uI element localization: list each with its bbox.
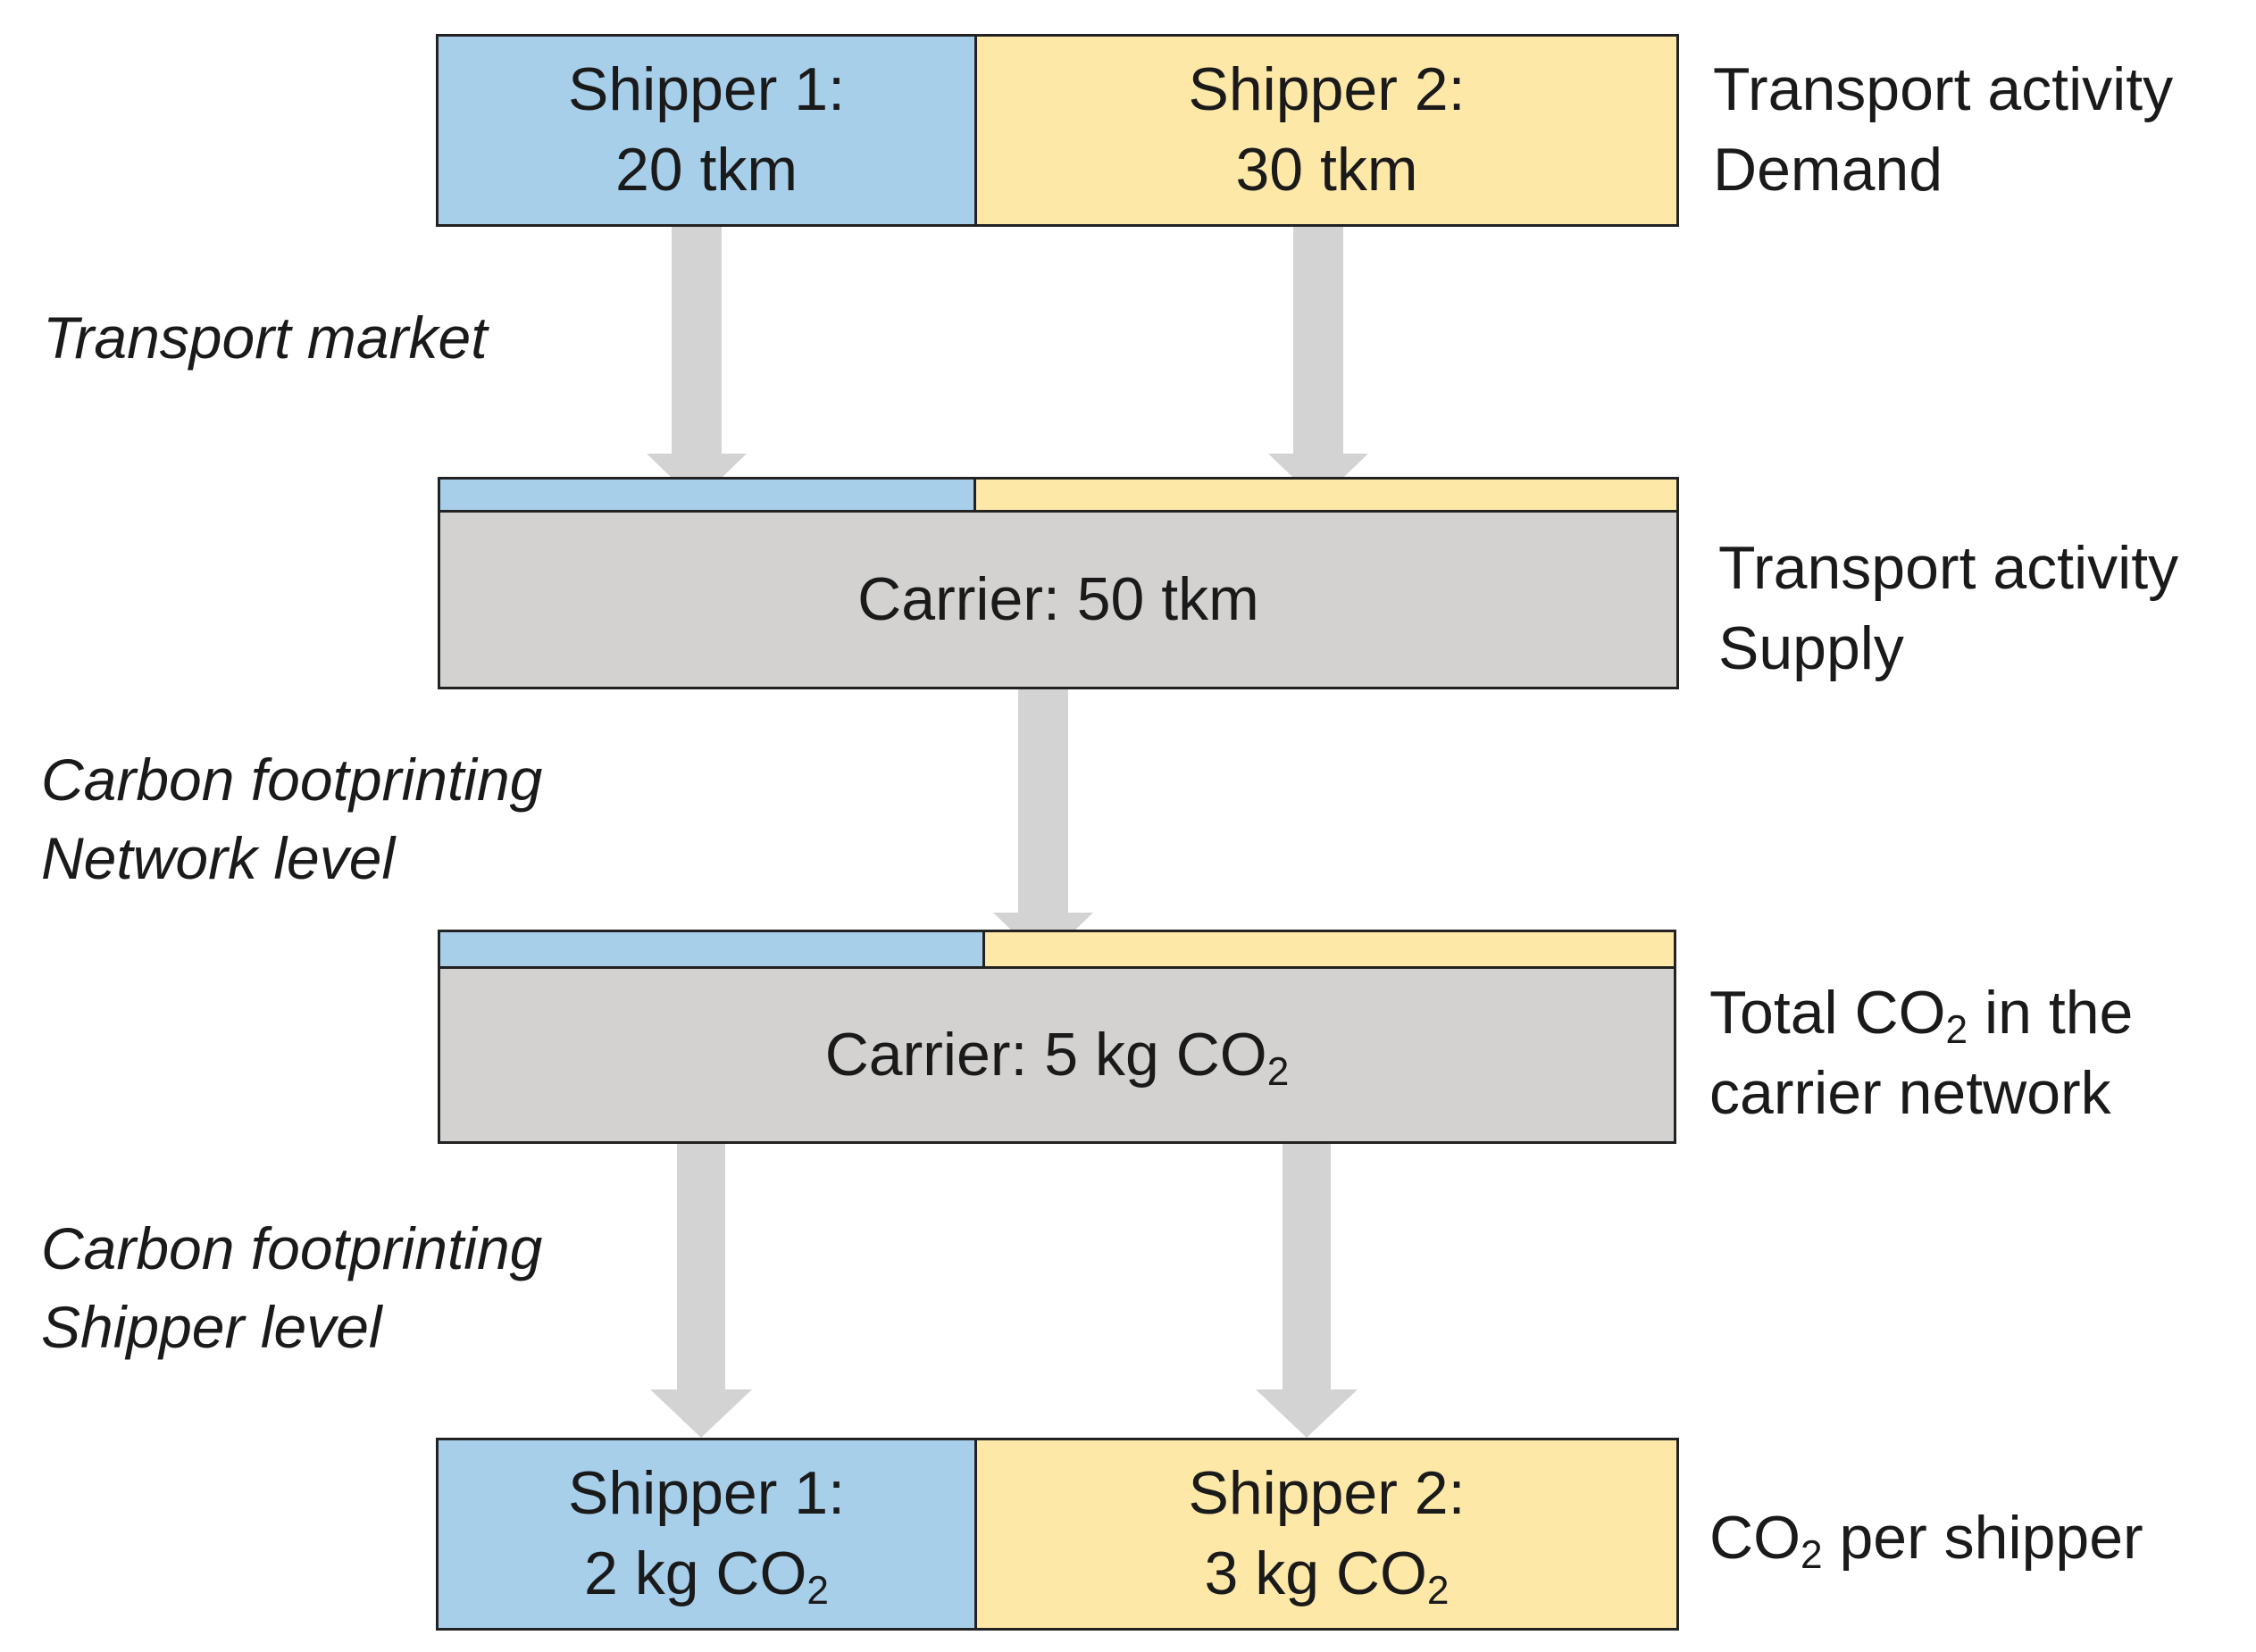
per-shipper2-value: 3 kg CO2 [1204,1539,1450,1614]
network-bar: Carrier: 5 kg CO2 [438,930,1676,1144]
network-label: Total CO2 in the carrier network [1709,973,2254,1134]
supply-share-shipper1 [440,480,976,510]
network-label-line1: Total CO2 in the [1709,979,2134,1053]
step-transport-market: Transport market [43,299,614,378]
step1-line1: Transport market [43,305,488,371]
per-shipper1-value: 2 kg CO2 [584,1539,829,1614]
supply-share-strip [440,480,1676,513]
network-carrier-text: Carrier: 5 kg CO2 [824,1020,1290,1094]
demand-shipper2-cell: Shipper 2: 30 tkm [977,37,1676,224]
per-shipper1-cell: Shipper 1: 2 kg CO2 [439,1440,977,1628]
demand-bar: Shipper 1: 20 tkm Shipper 2: 30 tkm [436,34,1679,227]
step3-line1: Carbon footprinting [41,1215,543,1281]
step-network-level: Carbon footprinting Network level [41,741,666,898]
demand-shipper1-name: Shipper 1: [568,55,845,124]
demand-shipper2-value: 30 tkm [1235,136,1418,204]
demand-shipper2-name: Shipper 2: [1188,55,1466,124]
per-shipper2-name: Shipper 2: [1188,1459,1466,1528]
network-share-strip [440,932,1674,969]
demand-shipper1-value: 20 tkm [614,136,798,204]
network-share-shipper1 [440,932,985,966]
supply-label: Transport activity Supply [1718,529,2254,689]
arrow-network-to-shipper2 [1256,1143,1358,1438]
arrow-shipper2-to-carrier [1268,225,1368,502]
step2-line1: Carbon footprinting [41,747,543,813]
per-shipper1-name: Shipper 1: [568,1459,845,1528]
network-share-shipper2 [985,932,1674,966]
arrow-shipper1-to-carrier [647,225,747,502]
demand-label: Transport activity Demand [1713,50,2249,211]
step3-line2: Shipper level [41,1293,382,1360]
network-carrier-cell: Carrier: 5 kg CO2 [440,969,1674,1141]
demand-shipper1-cell: Shipper 1: 20 tkm [439,37,977,224]
supply-carrier-cell: Carrier: 50 tkm [440,513,1676,687]
per-shipper2-cell: Shipper 2: 3 kg CO2 [977,1440,1676,1628]
per-shipper-bar: Shipper 1: 2 kg CO2 Shipper 2: 3 kg CO2 [436,1438,1679,1631]
supply-label-line1: Transport activity [1718,534,2179,602]
demand-label-line1: Transport activity [1713,55,2174,123]
demand-label-line2: Demand [1713,135,1943,204]
arrow-network-to-shipper1 [650,1143,752,1438]
supply-share-shipper2 [976,480,1676,510]
per-shipper-label-line: CO2 per shipper [1709,1504,2143,1578]
per-shipper-label: CO2 per shipper [1709,1498,2254,1579]
supply-bar: Carrier: 50 tkm [438,477,1679,689]
supply-carrier-text: Carrier: 50 tkm [857,564,1259,633]
arrow-supply-to-network [993,688,1093,961]
supply-label-line2: Supply [1718,613,1904,682]
step-shipper-level: Carbon footprinting Shipper level [41,1210,666,1367]
network-label-line2: carrier network [1709,1058,2111,1127]
step2-line2: Network level [41,824,396,891]
